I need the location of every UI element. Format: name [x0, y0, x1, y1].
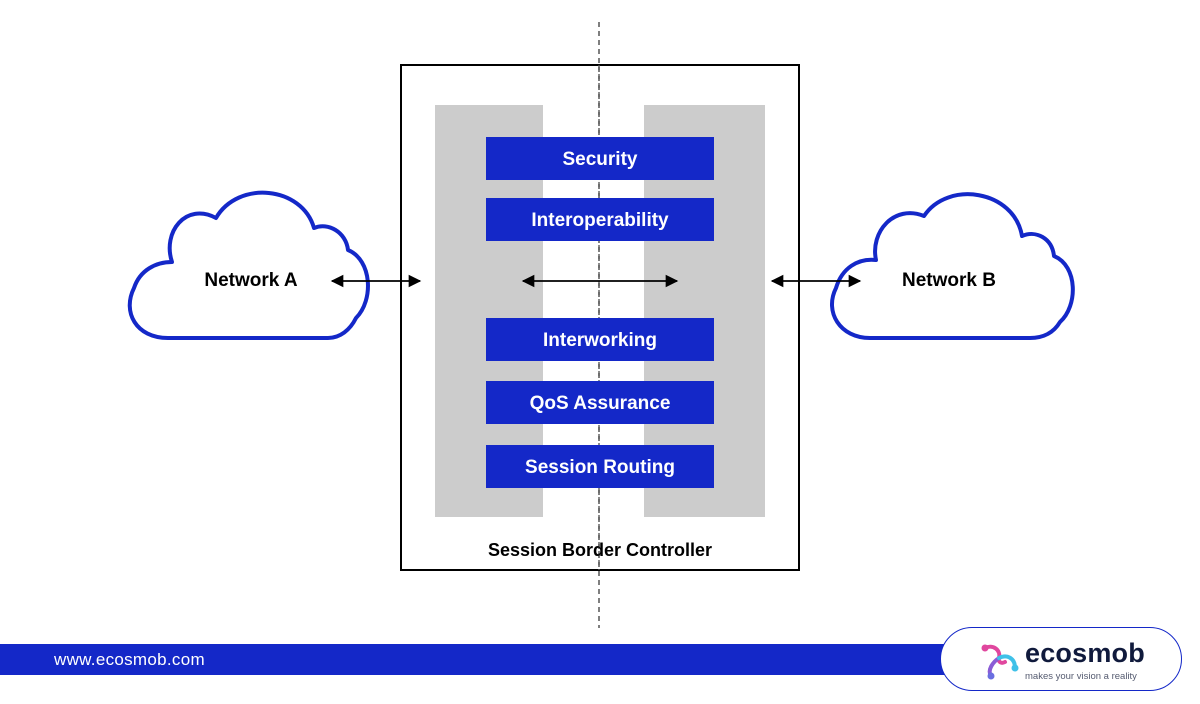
network-a-label: Network A: [204, 270, 298, 291]
logo-tagline: makes your vision a reality: [1025, 671, 1137, 682]
ecosmob-logo[interactable]: ecosmob makes your vision a reality: [940, 627, 1182, 691]
footer-url[interactable]: www.ecosmob.com: [54, 650, 205, 669]
function-box-security: Security: [486, 137, 714, 180]
network-b-label: Network B: [902, 270, 996, 291]
function-box-interworking: Interworking: [486, 318, 714, 361]
function-label: Interworking: [543, 330, 657, 351]
function-box-session-routing: Session Routing: [486, 445, 714, 488]
function-box-interoperability: Interoperability: [486, 198, 714, 241]
function-box-qos-assurance: QoS Assurance: [486, 381, 714, 424]
ecosmob-logo-icon: [981, 644, 1019, 680]
function-label: Interoperability: [531, 210, 669, 231]
cloud-network-a: [127, 190, 370, 340]
footer-bar: [0, 644, 968, 675]
controller-label: Session Border Controller: [488, 540, 712, 560]
logo-wordmark: ecosmob: [1025, 638, 1145, 668]
function-label: Session Routing: [525, 457, 675, 478]
function-label: Security: [563, 149, 638, 170]
function-label: QoS Assurance: [530, 393, 671, 414]
controller-frame: [400, 64, 800, 571]
cloud-network-b: [830, 192, 1075, 340]
